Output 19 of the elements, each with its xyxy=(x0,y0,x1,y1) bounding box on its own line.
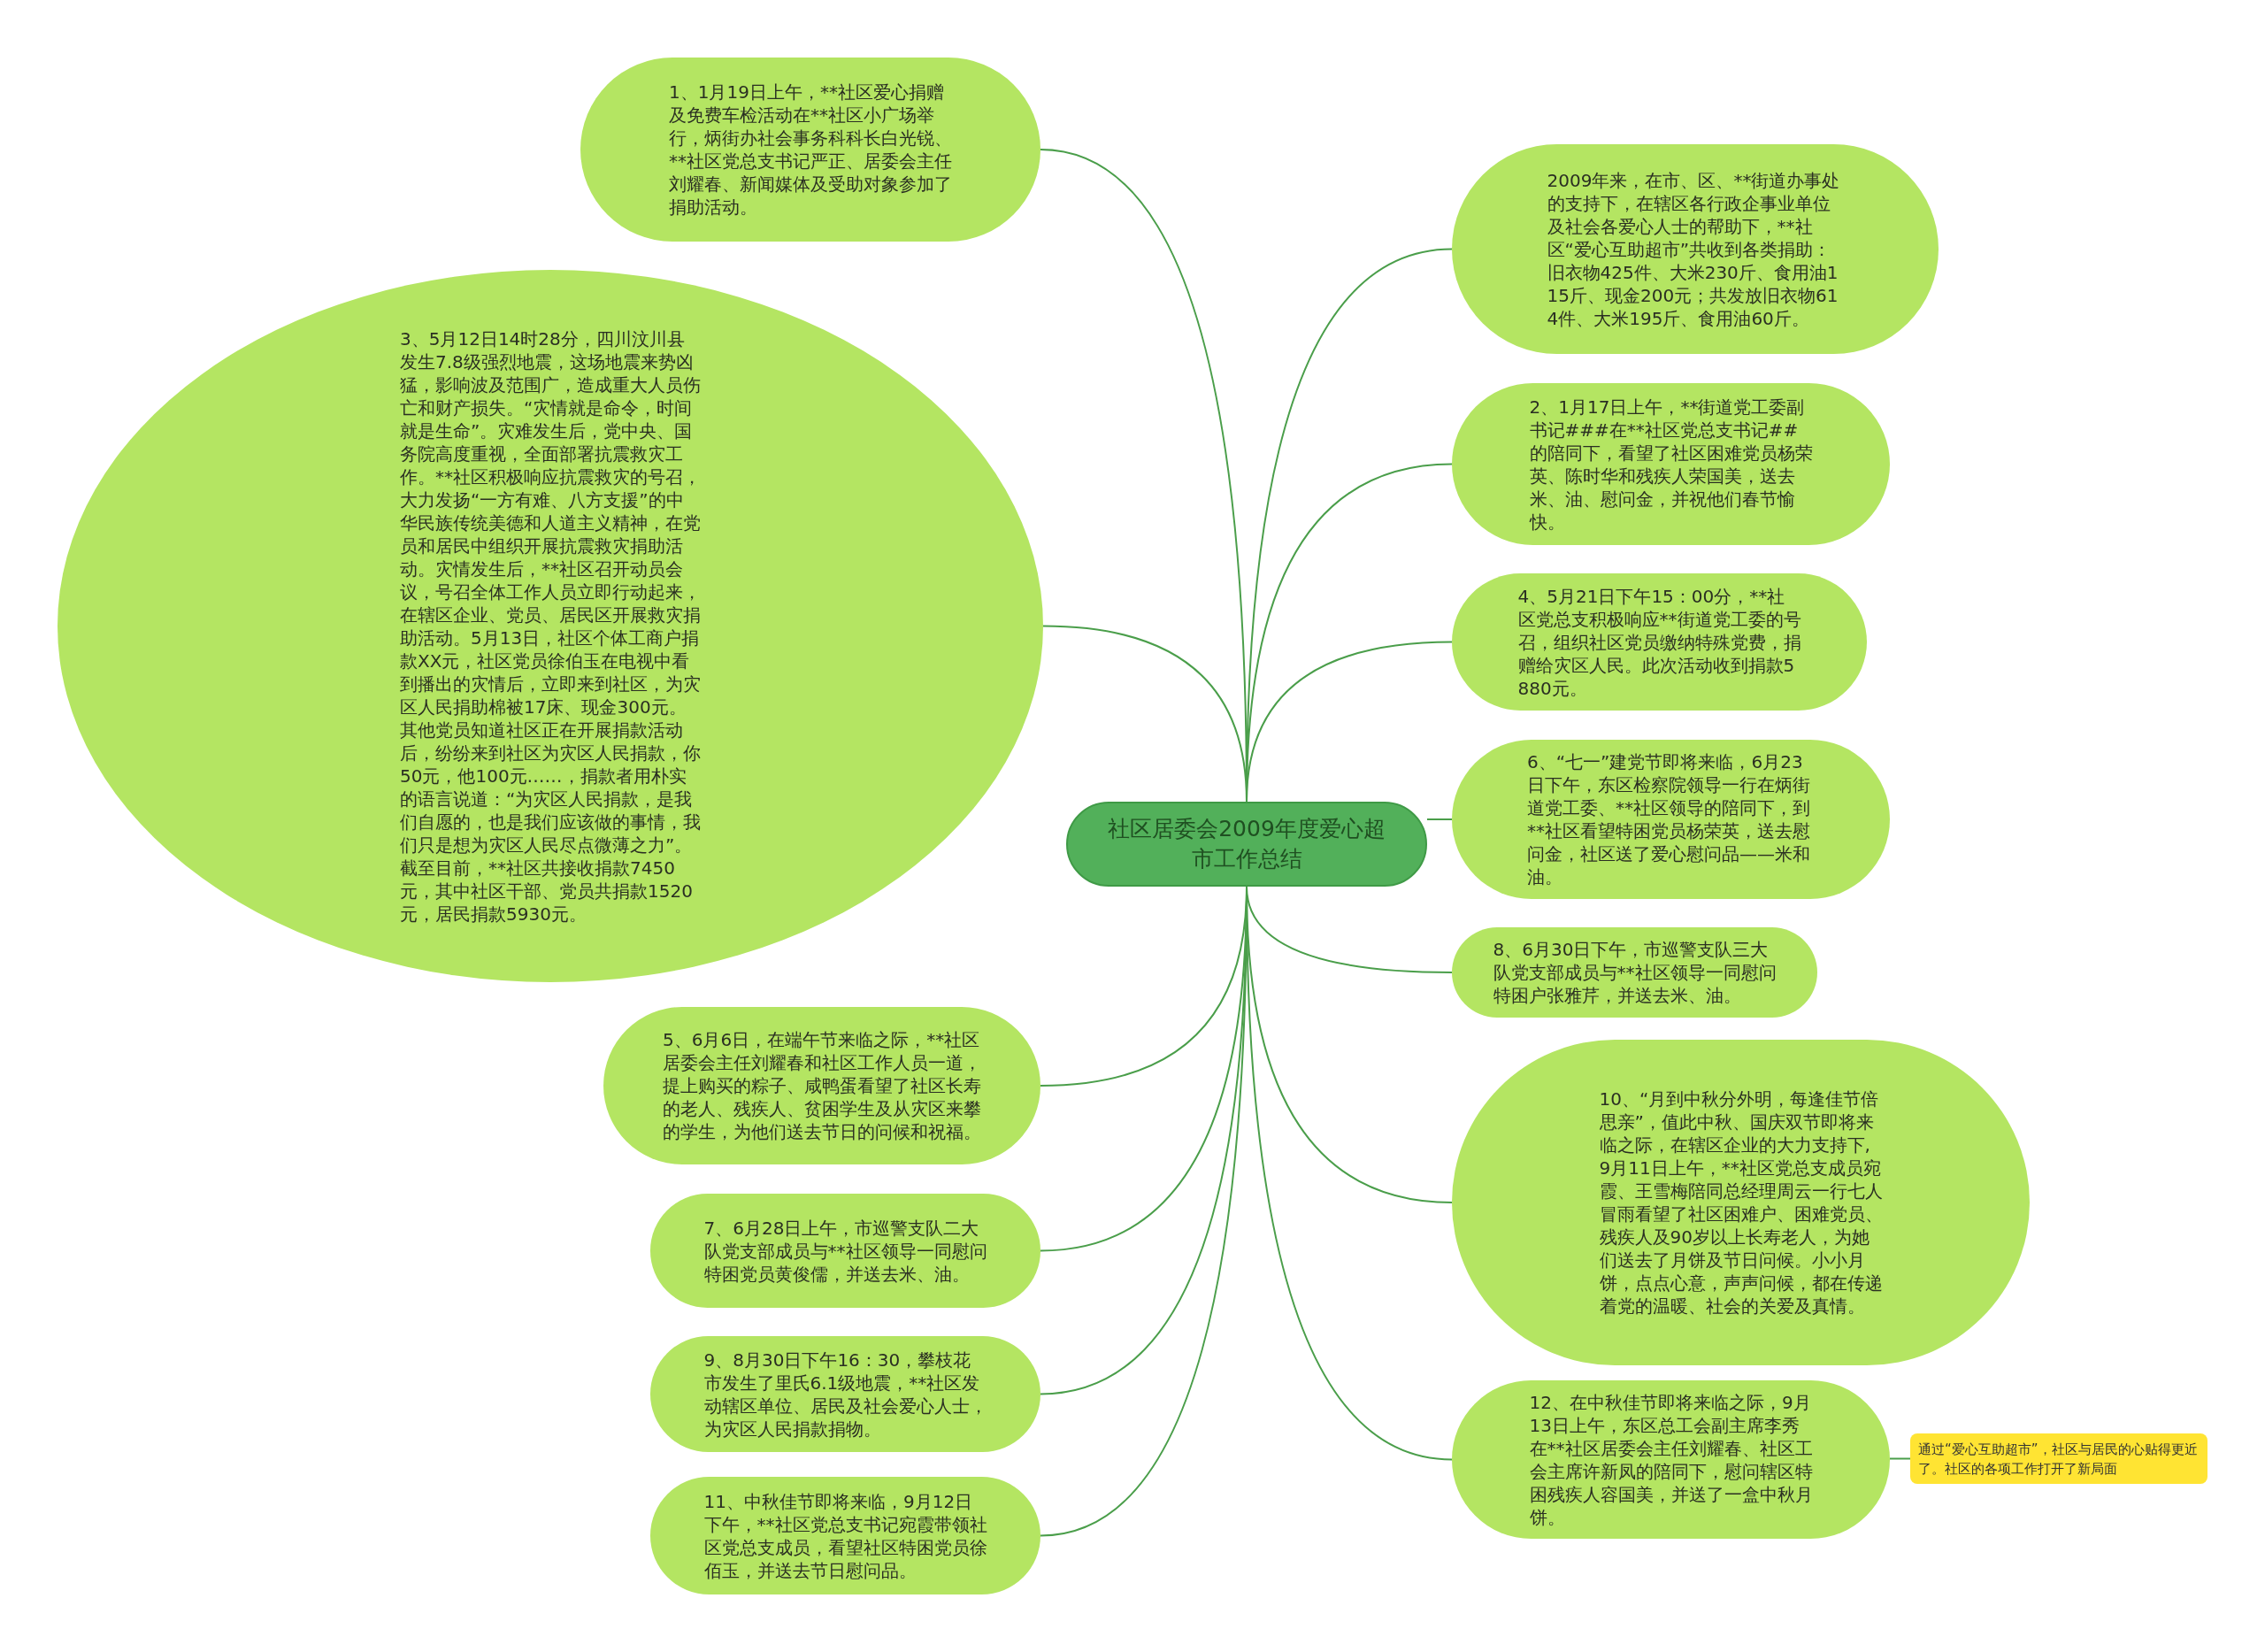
connector-line xyxy=(1889,1457,1911,1460)
topic-text: 4、5月21日下午15：00分，**社区党总支积极响应**街道党工委的号召，组织社区党员缴纳特殊党费，捐赠给灾区人民。此次活动收到捐款5880元。 xyxy=(1517,584,1801,700)
topic-text: 11、中秋佳节即将来临，9月12日下午，**社区党总支书记宛霞带领社区党总支成员，看望社区特困党员徐佰玉，并送去节日慰问品。 xyxy=(703,1489,987,1582)
topic-text: 8、6月30日下午，市巡警支队三大队党支部成员与**社区领导一同慰问特困户张雅芹，并送去米、油。 xyxy=(1493,938,1777,1007)
connector-line xyxy=(1246,641,1453,803)
topic-text: 2009年来，在市、区、**街道办事处的支持下，在辖区各行政企事业单位及社会各爱心人士的帮助下，**社区“爱心互助超市”共收到各类捐助：旧衣物425件、大米230斤、食用油115斤、现金200元；共发放旧衣物614件、大米195斤、食用油60斤。 xyxy=(1547,168,1841,330)
connector-line xyxy=(1426,818,1453,820)
topic-text: 通过“爱心互助超市”，社区与居民的心贴得更近了。社区的各项工作打开了新局面 xyxy=(1918,1440,2199,1479)
topic-text: 社区居委会2009年度爱心超市工作总结 xyxy=(1107,815,1386,873)
note-box xyxy=(1910,1433,2207,1484)
topic-text: 7、6月28日上午，市巡警支队二大队党支部成员与**社区领导一同慰问特困党员黄俊儒，并送去米、油。 xyxy=(703,1216,987,1286)
topic-text: 5、6月6日，在端午节来临之际，**社区居委会主任刘耀春和社区工作人员一道，提上购买的粽子、咸鸭蛋看望了社区长寿的老人、残疾人、贫困学生及从灾区来攀的学生，为他们送去节日的问候和祝福。 xyxy=(663,1028,981,1143)
topic-text: 3、5月12日14时28分，四川汶川县发生7.8级强烈地震，这场地震来势凶猛，影响波及范围广，造成重大人员伤亡和财产损失。“灾情就是命令，时间就是生命”。灾难发生后，党中央、国务院高度重视，全面部署抗震救灾工作。**社区积极响应抗震救灾的号召，大力发扬“一方有难、八方支援”的中华民族传统美德和人道主义精神，在党员和居民中组织开展抗震救灾捐助活动。灾情发生后，**社区召开动员会议，号召全体工作人员立即行动起来，在辖区企业、党员、居民区开展救灾捐助活动。5月13日，社区个体工商户捐款XX元，社区党员徐伯玉在电视中看到播出的灾情后，立即来到社区，为灾区人民捐助棉被17床、现金300元。其他党员知道社区正在开展捐款活动后，纷纷来到社区为灾区人民捐款，你50元，他100元……，捐款者用朴实的语言说道：“为灾区人民捐款，是我们自愿的，也是我们应该做的事情，我们只是想为灾区人民尽点微薄之力”。截至目前，**社区共接收捐款7450元，其中社区干部、党员共捐款1520元，居民捐款5930元。 xyxy=(400,327,701,926)
topic-text: 12、在中秋佳节即将来临之际，9月13日上午，东区总工会副主席李秀在**社区居委会主任刘耀春、社区工会主席许新凤的陪同下，慰问辖区特困残疾人容国美，并送了一盒中秋月饼。 xyxy=(1529,1390,1813,1529)
topic-text: 10、“月到中秋分外明，每逢佳节倍思亲”，值此中秋、国庆双节即将来临之际，在辖区企业的大力支持下, 9月11日上午，**社区党总支成员宛霞、王雪梅陪同总经理周云一行七人冒雨看望了社区困难户、困难党员、残疾人及90岁以上长寿老人，为她们送去了月饼及节日问候。小小月饼，点点心意，声声问候，都在传递着党的温暖、社会的关爱及真情。 xyxy=(1599,1087,1883,1318)
topic-text: 9、8月30日下午16：30，攀枝花市发生了里氏6.1级地震，**社区发动辖区单位、居民及社会爱心人士，为灾区人民捐款捐物。 xyxy=(703,1348,987,1441)
topic-text: 2、1月17日上午，**街道党工委副书记###在**社区党总支书记##的陪同下，看望了社区困难党员杨荣英、陈时华和残疾人荣国美，送去米、油、慰问金，并祝他们春节愉快。 xyxy=(1529,395,1813,534)
topic-text: 1、1月19日上午，**社区爱心捐赠及免费车检活动在**社区小广场举行，炳街办社会事务科科长白光锐、**社区党总支书记严正、居委会主任刘耀春、新闻媒体及受助对象参加了捐助活动。 xyxy=(669,81,952,219)
topic-text: 6、“七一”建党节即将来临，6月23日下午，东区检察院领导一行在炳街道党工委、**社区领导的陪同下，到**社区看望特困党员杨荣英，送去慰问金，社区送了爱心慰问品——米和油。 xyxy=(1527,750,1811,888)
